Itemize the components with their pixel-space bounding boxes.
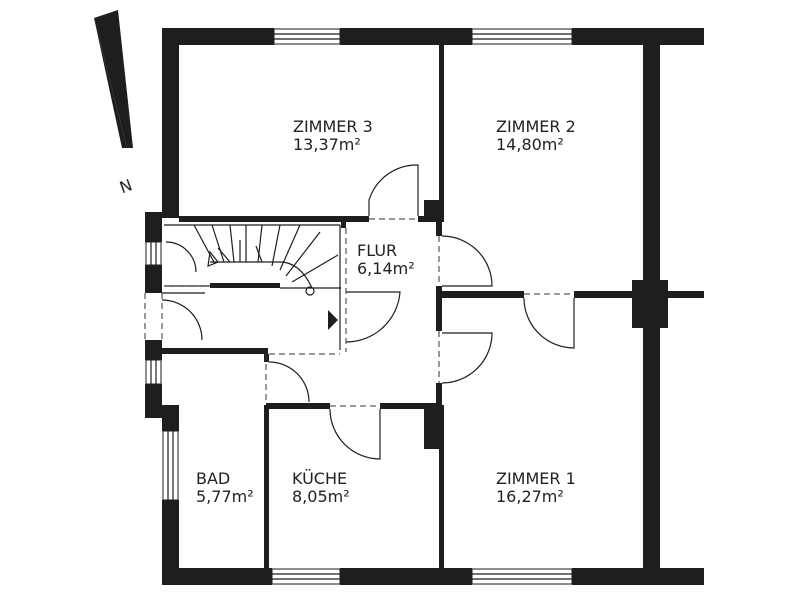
window-bottom-1 xyxy=(271,568,341,585)
wall-top-left xyxy=(162,28,274,45)
room-name-zimmer2: ZIMMER 2 xyxy=(496,117,576,136)
north-label: N xyxy=(117,175,135,197)
entry-arrow-icon xyxy=(328,310,338,330)
window-left-bad xyxy=(162,430,179,501)
window-left-2 xyxy=(145,359,162,385)
room-area-zimmer3: 13,37m² xyxy=(293,135,361,154)
room-area-zimmer1: 16,27m² xyxy=(496,487,564,506)
wall-bottom-mid xyxy=(340,568,472,585)
staircase xyxy=(164,224,341,350)
room-name-zimmer3: ZIMMER 3 xyxy=(293,117,373,136)
window-top-2 xyxy=(471,28,573,45)
room-area-kueche: 8,05m² xyxy=(292,487,350,506)
room-name-zimmer1: ZIMMER 1 xyxy=(496,469,576,488)
room-area-bad: 5,77m² xyxy=(196,487,254,506)
room-area-flur: 6,14m² xyxy=(357,259,415,278)
window-bottom-2 xyxy=(471,568,573,585)
wall-bottom-left xyxy=(162,568,272,585)
wall-left-top xyxy=(162,28,179,218)
wall-top-mid xyxy=(340,28,472,45)
wall-top-right xyxy=(572,28,704,45)
room-name-flur: FLUR xyxy=(357,241,397,260)
north-arrow-icon xyxy=(94,10,133,148)
wall-bottom-right xyxy=(572,568,704,585)
window-left-1 xyxy=(145,241,162,266)
window-top-1 xyxy=(273,28,341,45)
room-name-bad: BAD xyxy=(196,469,230,488)
room-area-zimmer2: 14,80m² xyxy=(496,135,564,154)
wall-left-stair xyxy=(145,212,162,242)
room-name-kueche: KÜCHE xyxy=(292,469,347,488)
